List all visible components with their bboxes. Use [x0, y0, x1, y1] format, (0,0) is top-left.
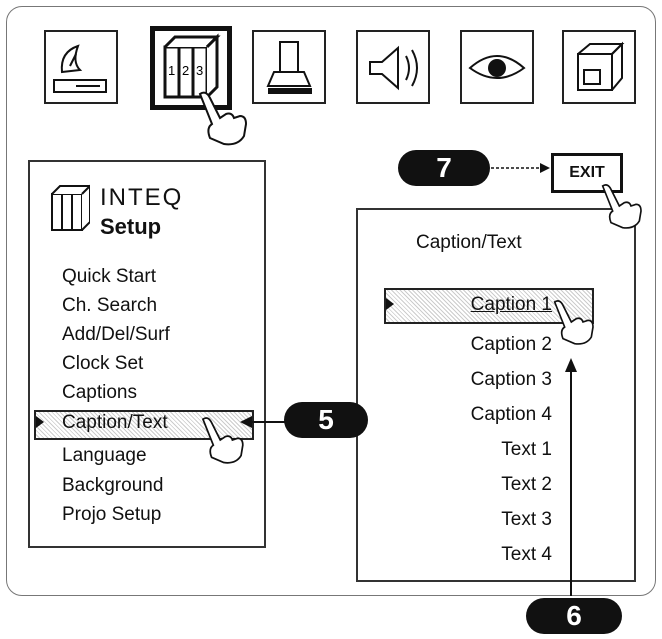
step-7-badge: 7	[398, 150, 490, 186]
step-6-badge: 6	[526, 598, 622, 634]
step-5-badge: 5	[284, 402, 368, 438]
